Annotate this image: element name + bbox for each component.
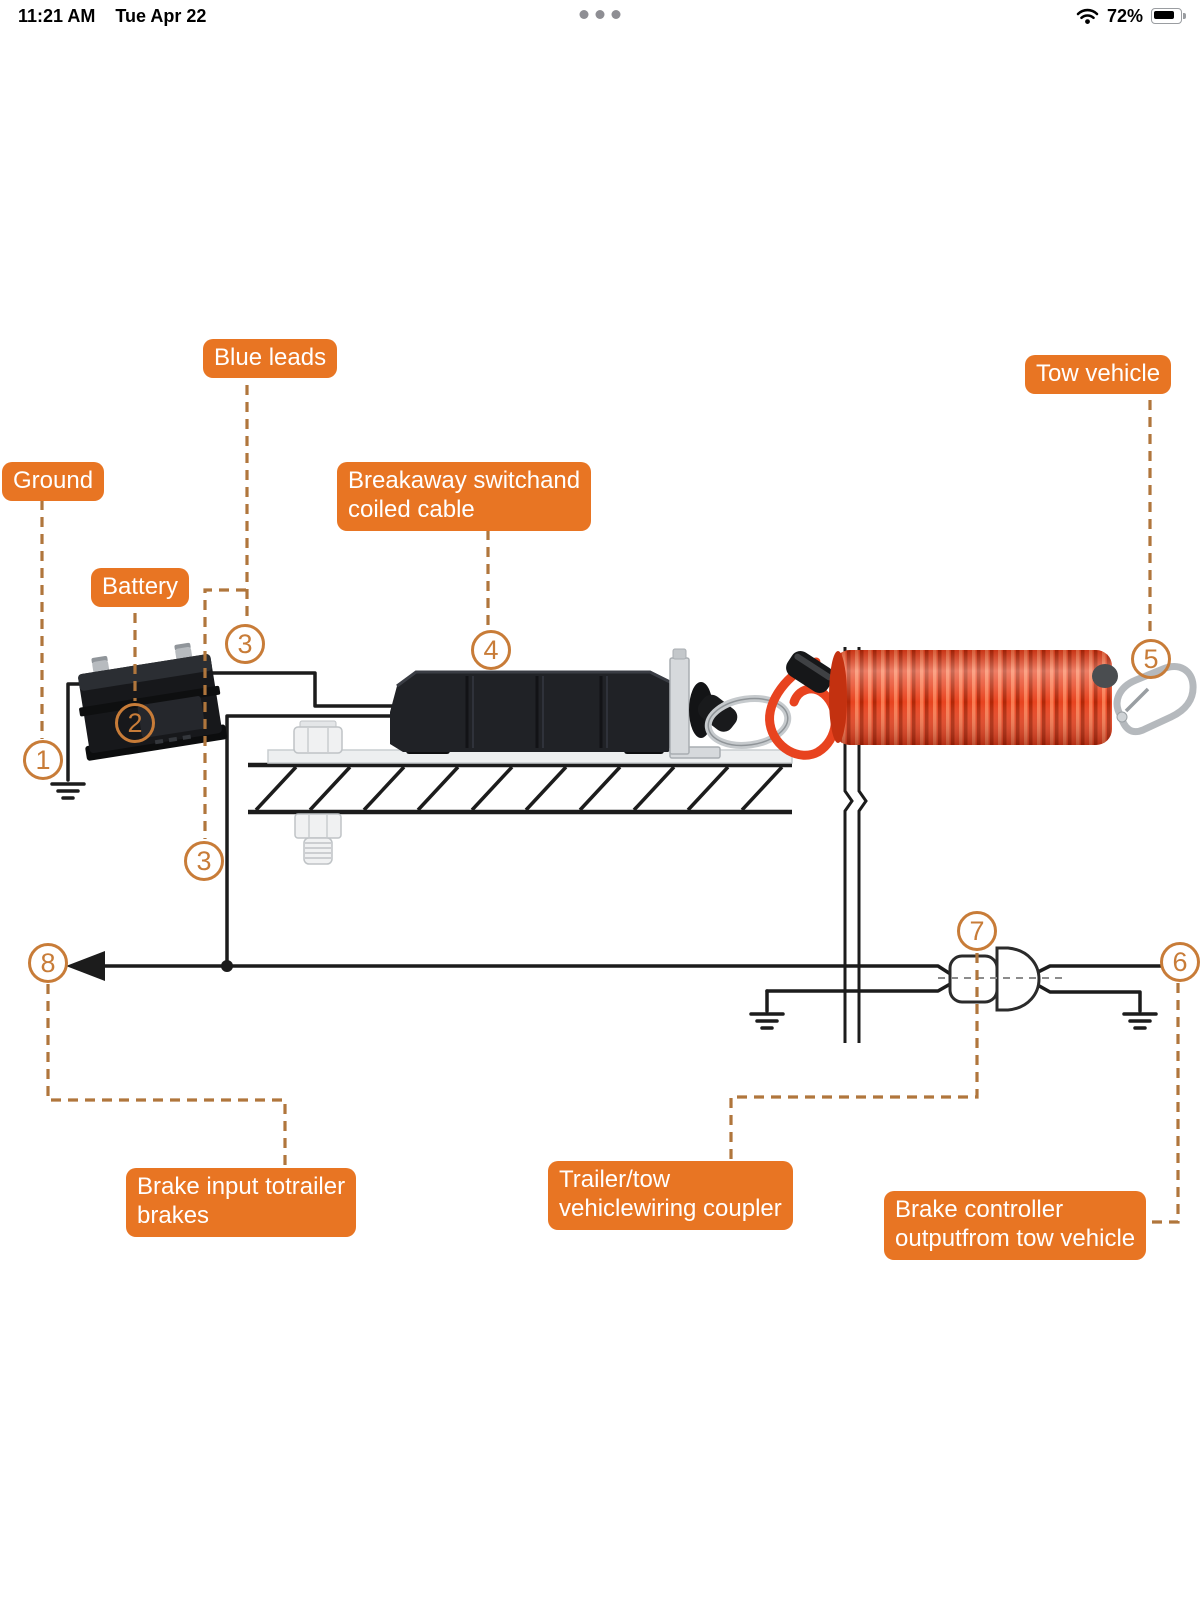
label-breakaway-switch: Breakaway switchand coiled cable [337, 462, 592, 531]
breakaway-switch-illustration [390, 648, 738, 759]
cable-ferrule [786, 651, 834, 693]
callout-8: 8 [28, 943, 68, 983]
callout-3a: 3 [225, 624, 265, 664]
label-tow-vehicle: Tow vehicle [1025, 355, 1172, 395]
wifi-icon [1076, 8, 1099, 24]
clock: 11:21 AM [18, 5, 96, 26]
callout-7: 7 [957, 911, 997, 951]
status-right: 72% [1076, 5, 1186, 27]
status-left: 11:21 AM Tue Apr 22 [18, 6, 206, 27]
mounting-bolt-nut [294, 813, 342, 865]
callout-connectors [40, 385, 1180, 1224]
trailer-frame-beam [248, 762, 792, 815]
status-bar: 11:21 AM Tue Apr 22 72% [0, 0, 1200, 32]
date: Tue Apr 22 [115, 5, 207, 26]
label-battery: Battery [91, 568, 190, 608]
carabiner-clip [1092, 663, 1197, 736]
multitask-ellipsis-icon[interactable] [579, 10, 621, 19]
callout-1: 1 [23, 740, 63, 780]
battery-icon [1151, 8, 1186, 24]
label-brake-input: Brake input totrailer brakes [126, 1168, 357, 1237]
wiring-coupler-symbol [938, 946, 1062, 1012]
wire-arrowhead [66, 951, 105, 981]
label-wiring-coupler: Trailer/tow vehiclewiring coupler [548, 1161, 793, 1230]
label-brake-controller: Brake controller outputfrom tow vehicle [884, 1191, 1147, 1260]
callout-6: 6 [1160, 942, 1200, 982]
wire-junction-dot [221, 960, 233, 972]
label-ground: Ground [2, 462, 105, 502]
battery-percent: 72% [1106, 5, 1143, 26]
battery-illustration [78, 642, 228, 761]
mounting-bolt-head [293, 720, 343, 754]
coiled-cable-attachment [704, 651, 840, 760]
callout-4: 4 [471, 630, 511, 670]
callout-5: 5 [1131, 639, 1171, 679]
coiled-cable [829, 650, 1112, 745]
callout-3b: 3 [184, 841, 224, 881]
callout-2: 2 [115, 703, 155, 743]
label-blue-leads: Blue leads [203, 339, 338, 379]
